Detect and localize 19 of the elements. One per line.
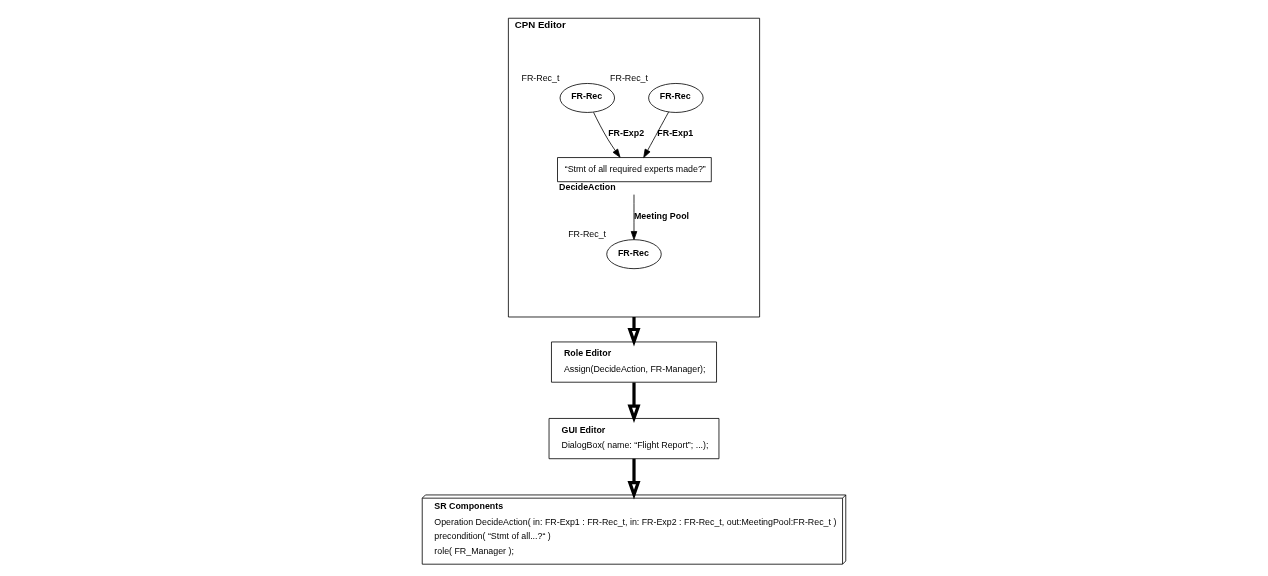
arrow: [627, 317, 641, 347]
node-ellipse: FR-Rec: [559, 83, 615, 113]
node-label: FR-Rec_t: [610, 72, 648, 83]
arrow: [630, 194, 638, 240]
edge-label: Meeting Pool: [634, 210, 690, 221]
node-ellipse: FR-Rec: [606, 239, 662, 270]
node-label: DecideAction: [559, 181, 616, 192]
arrow: [593, 111, 621, 158]
node-box: GUI Editor DialogBox( name: “Flight Report”; ...);: [548, 418, 720, 460]
node-box: “Stmt of all required experts made?”: [557, 157, 712, 183]
node-label: FR-Rec_t: [521, 72, 560, 83]
arrow: [627, 458, 641, 500]
edge-label: FR-Exp1: [657, 128, 694, 139]
arrow: [643, 111, 669, 158]
node-box: Role Editor Assign(DecideAction, FR-Manager);: [551, 341, 717, 383]
node-ellipse: FR-Rec: [648, 83, 704, 113]
arrow: [627, 382, 641, 424]
node-label: FR-Rec_t: [568, 229, 607, 240]
edge-label: FR-Exp2: [608, 128, 645, 139]
